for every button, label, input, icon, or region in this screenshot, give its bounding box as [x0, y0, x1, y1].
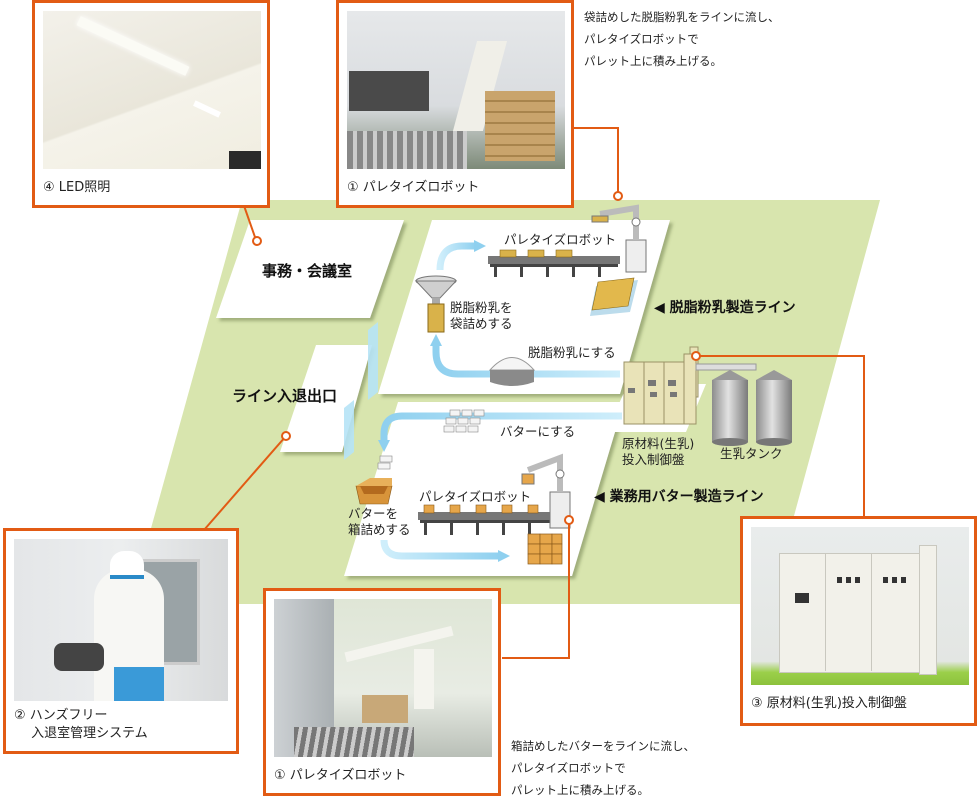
milk-tank-label: 生乳タンク	[720, 446, 783, 461]
palletizing-robot-boxes-photo	[274, 599, 492, 757]
arrow-head	[378, 440, 390, 452]
palletizing-robot-bags-photo	[347, 11, 565, 169]
entrance-door-top	[368, 322, 378, 400]
control-panel-label: 原材料(生乳) 投入制御盤	[622, 436, 695, 467]
butter-robot-label: パレタイズロボット	[419, 489, 532, 504]
office-room-label: 事務・会議室	[262, 262, 353, 280]
control-panel-icon	[623, 346, 757, 425]
ceiling-led-lights-photo	[43, 11, 261, 169]
butter-conveyor-icon	[418, 504, 552, 535]
raw-milk-control-panel-photo	[751, 527, 969, 685]
pallet-bags-icon	[590, 277, 638, 316]
skim-robot-label: パレタイズロボット	[504, 232, 617, 247]
arrow-head	[474, 240, 486, 252]
pallet-boxes-icon	[527, 533, 563, 565]
marker-robot-bottom[interactable]	[564, 515, 574, 525]
milk-tank-icon	[712, 370, 792, 446]
connector-robot-bottom	[502, 520, 570, 659]
callout-robot-bottom[interactable]: ① パレタイズロボット	[263, 588, 501, 796]
powder-pile-icon	[488, 357, 536, 386]
callout-robot-top[interactable]: ① パレタイズロボット	[336, 0, 574, 208]
skim-milk-line-title: ◀ 脱脂粉乳製造ライン	[654, 300, 796, 316]
office-room	[216, 220, 404, 318]
callout-panel[interactable]: ③ 原材料(生乳)投入制御盤	[740, 516, 977, 726]
entrance-label: ライン入退出口	[232, 387, 338, 405]
butter-boxing-label: バターを 箱詰めする	[348, 506, 411, 537]
robot-bottom-description: 箱詰めしたバターをラインに流し、 パレタイズロボットで パレット上に積み上げる。	[511, 739, 695, 797]
cardboard-box-icon	[355, 455, 393, 505]
connector-robot-top	[570, 127, 619, 196]
callout-handsfree[interactable]: ② ハンズフリー 入退室管理システム	[3, 528, 239, 754]
skim-conveyor-icon	[488, 249, 620, 277]
butter-make-label: バターにする	[500, 424, 576, 439]
callout-led[interactable]: ④ LED照明	[32, 0, 270, 208]
skim-bagging-label: 脱脂粉乳を 袋詰めする	[450, 300, 513, 331]
connector-panel	[696, 355, 865, 516]
callout-panel-caption: ③ 原材料(生乳)投入制御盤	[751, 696, 907, 711]
callout-robot-bottom-caption: ① パレタイズロボット	[274, 768, 407, 783]
marker-handsfree[interactable]	[281, 431, 291, 441]
flow-arrow-hopper-to-conveyor	[436, 242, 476, 271]
hopper-icon	[414, 275, 458, 333]
connector-handsfree	[203, 435, 287, 531]
flow-arrow-boxing-to-pallet	[380, 539, 500, 560]
robot-top-description: 袋詰めした脱脂粉乳をラインに流し、 パレタイズロボットで パレット上に積み上げる…	[584, 10, 780, 68]
butter-packs-icon	[443, 409, 485, 433]
marker-robot-top[interactable]	[613, 191, 623, 201]
skim-powder-label: 脱脂粉乳にする	[528, 345, 616, 360]
entrance-door-bottom	[344, 400, 354, 460]
marker-panel[interactable]	[691, 351, 701, 361]
arrow-head	[498, 550, 510, 562]
flow-arrow-panel-to-butter	[380, 412, 622, 440]
butter-line-platform	[344, 402, 624, 576]
callout-led-caption: ④ LED照明	[43, 180, 111, 195]
handsfree-entry-system-photo	[14, 539, 228, 701]
callout-robot-top-caption: ① パレタイズロボット	[347, 180, 480, 195]
callout-handsfree-caption: ② ハンズフリー 入退室管理システム	[14, 708, 148, 741]
skim-robot-arm-icon	[591, 204, 647, 273]
arrow-head	[430, 334, 442, 346]
flow-arrow-powder-to-bagging	[432, 344, 620, 378]
butter-line-title: ◀ 業務用バター製造ライン	[594, 489, 764, 505]
marker-led[interactable]	[252, 236, 262, 246]
